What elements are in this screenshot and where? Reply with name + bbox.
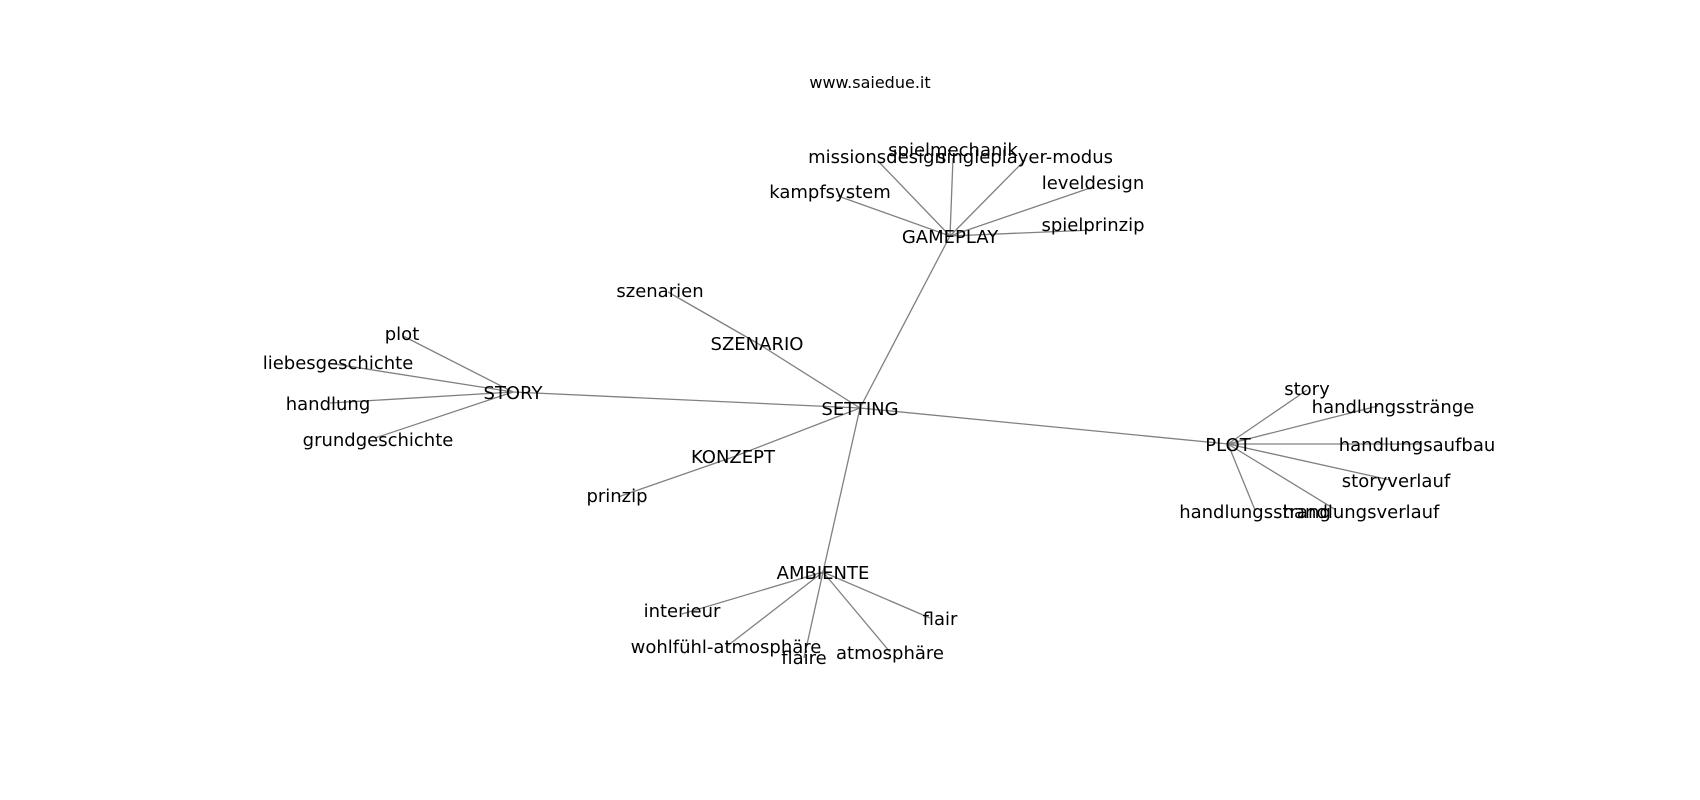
edge-szenario-0: [667, 291, 758, 344]
hub-node-ambiente: AMBIENTE: [777, 563, 870, 584]
edge-gameplay-0: [876, 159, 951, 237]
root-node-label: SETTING: [821, 399, 898, 420]
hub-node-plot: PLOT: [1205, 435, 1251, 456]
edge-ambiente-4: [822, 571, 931, 619]
leaf-node-plot-4: handlungsverlauf: [1283, 502, 1440, 523]
hub-node-story: STORY: [484, 383, 544, 404]
edge-plot-4: [1227, 443, 1337, 511]
labels-layer: SETTING GAMEPLAY missionsdesignspielmechan…: [263, 140, 1496, 669]
leaf-node-plot-3: storyverlauf: [1342, 471, 1451, 492]
leaf-node-plot-1: handlungsstränge: [1312, 397, 1475, 418]
leaf-node-plot-2: handlungsaufbau: [1339, 435, 1496, 456]
leaf-node-ambiente-3: atmosphäre: [836, 643, 944, 664]
edge-root-plot: [859, 407, 1229, 445]
edge-root-konzept: [732, 407, 861, 458]
edge-root-gameplay: [859, 235, 951, 409]
edge-story-3: [374, 391, 514, 439]
leaf-node-ambiente-0: interieur: [644, 601, 721, 622]
leaf-node-gameplay-0: missionsdesign: [808, 147, 946, 168]
edge-story-1: [327, 362, 514, 393]
edge-root-szenario: [756, 342, 861, 409]
leaf-node-gameplay-3: leveldesign: [1042, 173, 1145, 194]
leaf-node-story-1: liebesgeschichte: [263, 353, 414, 374]
edge-ambiente-3: [822, 571, 891, 653]
edge-story-2: [329, 391, 514, 404]
edge-konzept-0: [617, 456, 734, 498]
edge-ambiente-1: [725, 571, 824, 648]
hub-node-szenario: SZENARIO: [711, 334, 804, 355]
leaf-node-story-2: handlung: [286, 394, 371, 415]
edge-ambiente-0: [681, 571, 824, 615]
hub-node-konzept: KONZEPT: [691, 447, 776, 468]
leaf-node-ambiente-4: flair: [923, 609, 958, 630]
edge-root-ambiente: [822, 407, 861, 573]
leaf-node-gameplay-2: singleplayer-modus: [937, 147, 1113, 168]
edge-root-story: [512, 391, 861, 409]
leaf-node-szenario-0: szenarien: [616, 281, 703, 302]
edge-plot-1: [1227, 405, 1379, 445]
leaf-node-ambiente-1: wohlfühl-atmosphäre: [631, 637, 822, 658]
leaf-node-story-0: plot: [385, 324, 420, 345]
edge-plot-5: [1227, 443, 1256, 511]
edge-gameplay-2: [949, 159, 1026, 237]
leaf-node-gameplay-4: kampfsystem: [769, 182, 891, 203]
edge-ambiente-2: [803, 571, 824, 659]
watermark-text: www.saiedue.it: [809, 73, 930, 92]
leaf-node-plot-5: handlungsstrang: [1179, 502, 1331, 523]
leaf-node-plot-0: story: [1284, 379, 1330, 400]
edge-gameplay-3: [949, 186, 1094, 237]
edge-plot-0: [1227, 389, 1308, 445]
edge-plot-3: [1227, 443, 1391, 481]
leaf-node-konzept-0: prinzip: [586, 486, 647, 507]
leaf-node-ambiente-2: flaire: [781, 648, 826, 669]
leaf-node-gameplay-5: spielprinzip: [1042, 215, 1145, 236]
edge-gameplay-1: [949, 157, 954, 237]
edge-gameplay-4: [837, 195, 951, 237]
leaf-node-story-3: grundgeschichte: [303, 430, 454, 451]
edges-layer: [327, 157, 1422, 659]
hub-node-gameplay: GAMEPLAY: [902, 227, 999, 248]
edge-gameplay-5: [949, 229, 1094, 237]
leaf-node-gameplay-1: spielmechanik: [888, 140, 1018, 161]
edge-story-0: [402, 335, 514, 393]
